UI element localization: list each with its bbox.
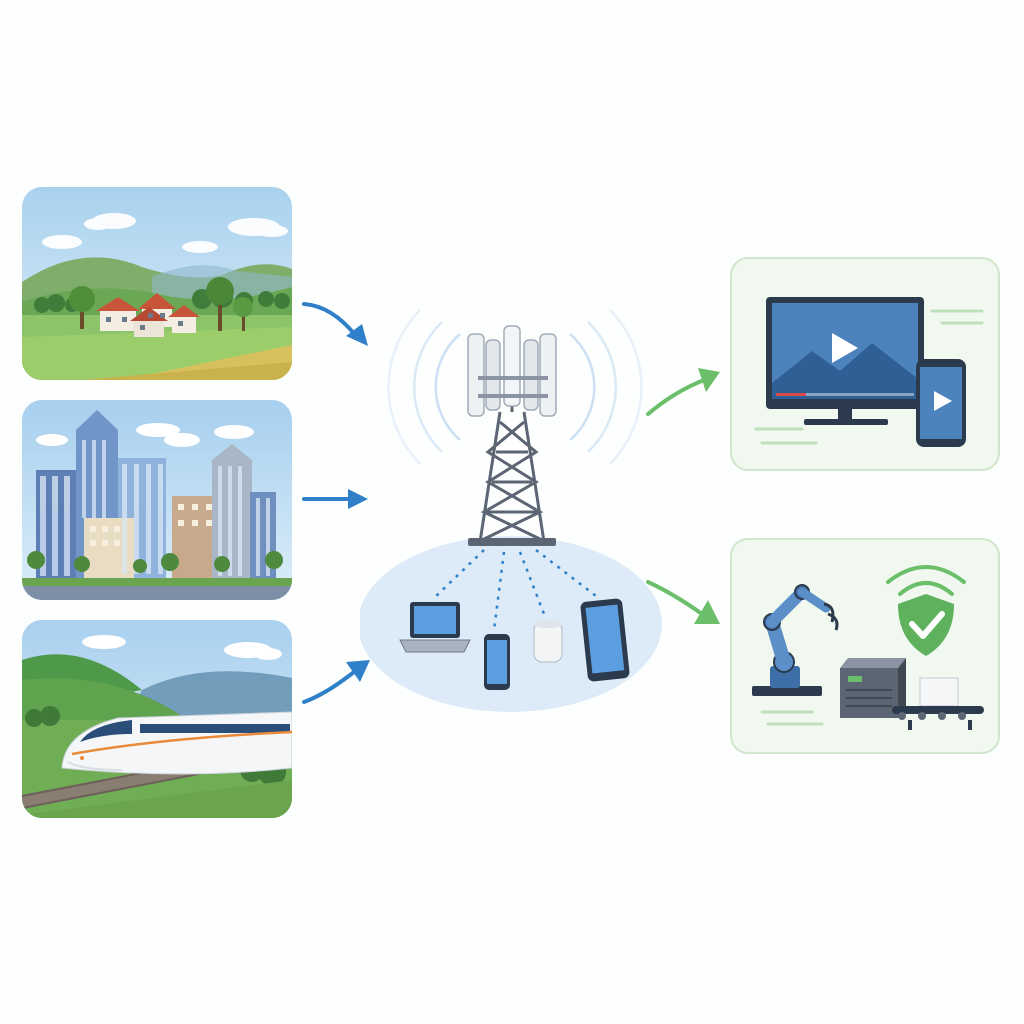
robot-arm-icon [752, 584, 839, 696]
arrow-rural-to-tower [302, 302, 368, 346]
rail-scene-panel [22, 620, 292, 818]
arrow-city-to-tower [302, 489, 368, 509]
signal-waves [387, 309, 643, 465]
device-bubble [360, 536, 662, 712]
rural-landscape-image [22, 187, 292, 380]
high-speed-train-image [22, 620, 292, 818]
city-scene-panel [22, 400, 292, 600]
arrow-tower-to-industrial [646, 580, 720, 624]
farm-houses [96, 293, 200, 337]
arrow-tower-to-streaming [646, 368, 720, 416]
security-shield-icon [898, 594, 954, 656]
industrial-iot-panel [730, 538, 1000, 754]
cell-tower-hub [360, 309, 662, 712]
train-body [61, 711, 292, 775]
rural-scene-panel [22, 187, 292, 380]
tower-antennas [467, 325, 557, 417]
industrial-illustration [752, 565, 984, 730]
arrow-rail-to-tower [302, 660, 370, 704]
edge-server-icon [840, 658, 906, 718]
laptop-icon [399, 602, 471, 653]
streaming-illustration [754, 297, 984, 447]
phone-play-icon [916, 359, 966, 447]
city-skyline-image [22, 400, 292, 600]
wifi-signal-icon [886, 565, 966, 596]
conveyor-belt-icon [892, 677, 984, 730]
monitor-icon [766, 297, 924, 425]
tablet-icon [580, 598, 630, 682]
smartphone-icon [484, 634, 510, 690]
device-links [431, 549, 597, 631]
smart-speaker-icon [533, 620, 563, 663]
video-streaming-panel [730, 257, 1000, 471]
